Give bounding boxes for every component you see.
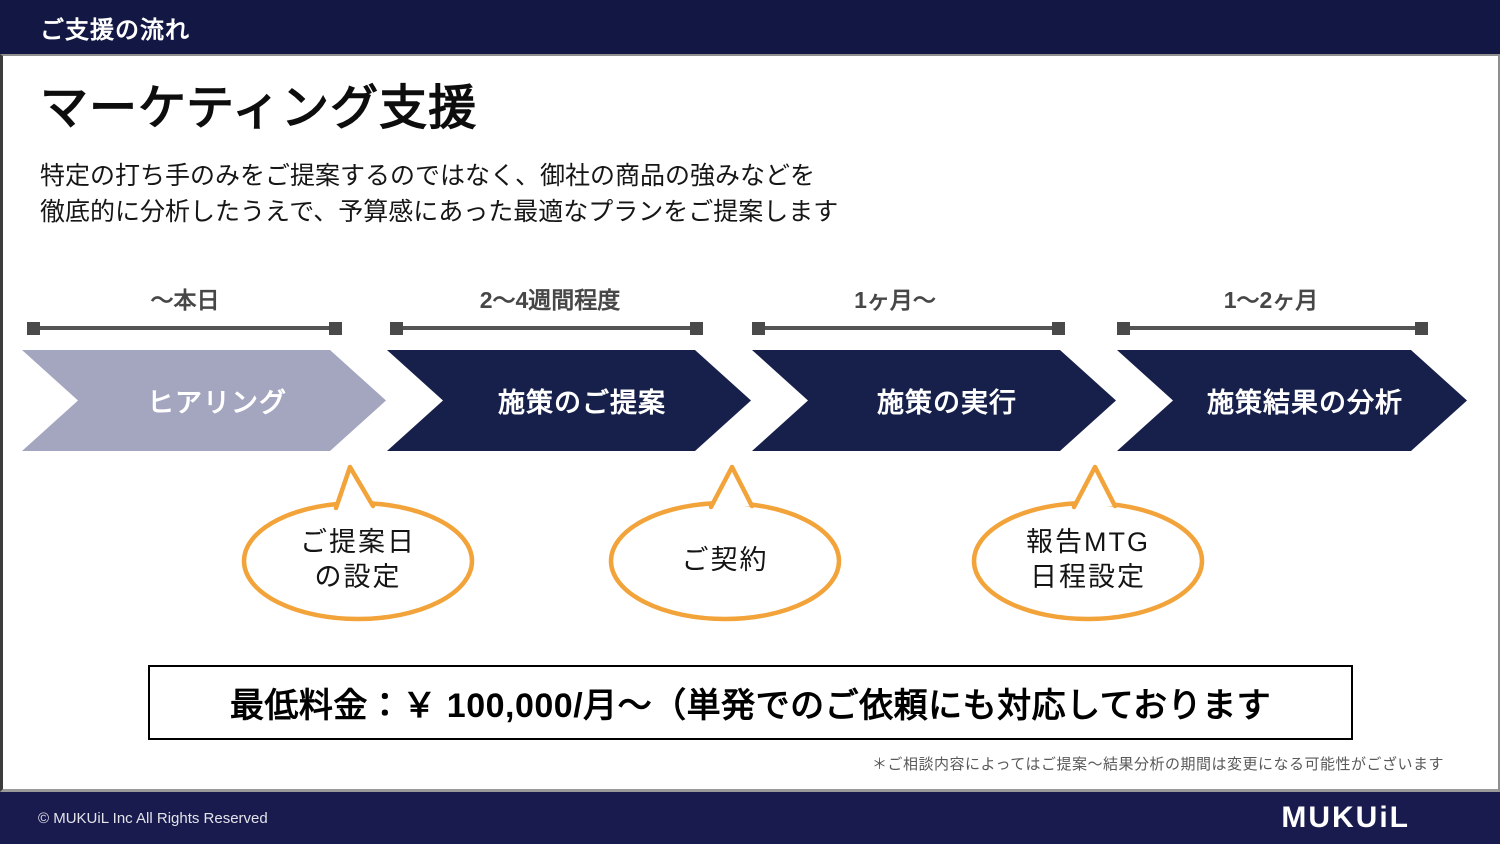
- copyright-text: © MUKUiL Inc All Rights Reserved: [38, 809, 268, 827]
- description-line-1: 特定の打ち手のみをご提案するのではなく、御社の商品の強みなどを: [40, 162, 816, 190]
- company-logo: MUKUiL: [1281, 801, 1410, 834]
- timeline-segment-1: [27, 322, 342, 335]
- description: 特定の打ち手のみをご提案するのではなく、御社の商品の強みなどを 徹底的に分析した…: [40, 158, 838, 230]
- page-title: マーケティング支援: [40, 82, 478, 135]
- footnote: ＊ご相談内容によってはご提案～結果分析の期間は変更になる可能性がございます: [871, 756, 1444, 773]
- callout-proposal-date: ご提案日 の設定: [238, 458, 478, 626]
- process-step-proposal: 施策のご提案: [387, 350, 751, 451]
- description-line-2: 徹底的に分析したうえで、予算感にあった最適なプランをご提案します: [40, 198, 839, 226]
- duration-label-2: 2～4週間程度: [479, 287, 621, 313]
- callout-text: ご提案日 の設定: [300, 527, 416, 592]
- header-bar: ご支援の流れ: [0, 0, 1500, 54]
- callout-text: ご契約: [681, 544, 769, 575]
- process-step-hearing: ヒアリング: [22, 350, 386, 451]
- speech-bubble-icon: [241, 464, 475, 622]
- callout-report-mtg: 報告MTG 日程設定: [968, 458, 1208, 626]
- pricing-text: 最低料金：￥ 100,000/月～（単発でのご依頼にも対応しております: [229, 687, 1272, 725]
- timeline-segment-2: [390, 322, 703, 335]
- process-step-label: 施策結果の分析: [1207, 388, 1403, 418]
- speech-bubble-icon: [608, 464, 842, 622]
- process-step-label: ヒアリング: [147, 388, 287, 418]
- process-step-analysis: 施策結果の分析: [1117, 350, 1467, 451]
- header-title: ご支援の流れ: [40, 16, 190, 44]
- timeline-segment-3: [752, 322, 1065, 335]
- duration-label-1: ～本日: [150, 287, 220, 313]
- callout-contract: ご契約: [605, 458, 845, 626]
- duration-label-3: 1ヶ月～: [854, 287, 936, 313]
- callout-text: 報告MTG 日程設定: [1026, 527, 1150, 592]
- process-step-label: 施策の実行: [877, 388, 1017, 418]
- duration-label-4: 1～2ヶ月: [1223, 287, 1319, 313]
- pricing-box: 最低料金：￥ 100,000/月～（単発でのご依頼にも対応しております: [148, 665, 1353, 740]
- footer-bar: © MUKUiL Inc All Rights Reserved MUKUiL: [0, 792, 1500, 844]
- speech-bubble-icon: [971, 464, 1205, 622]
- process-step-label: 施策のご提案: [498, 388, 666, 418]
- process-step-execution: 施策の実行: [752, 350, 1116, 451]
- timeline-segment-4: [1117, 322, 1428, 335]
